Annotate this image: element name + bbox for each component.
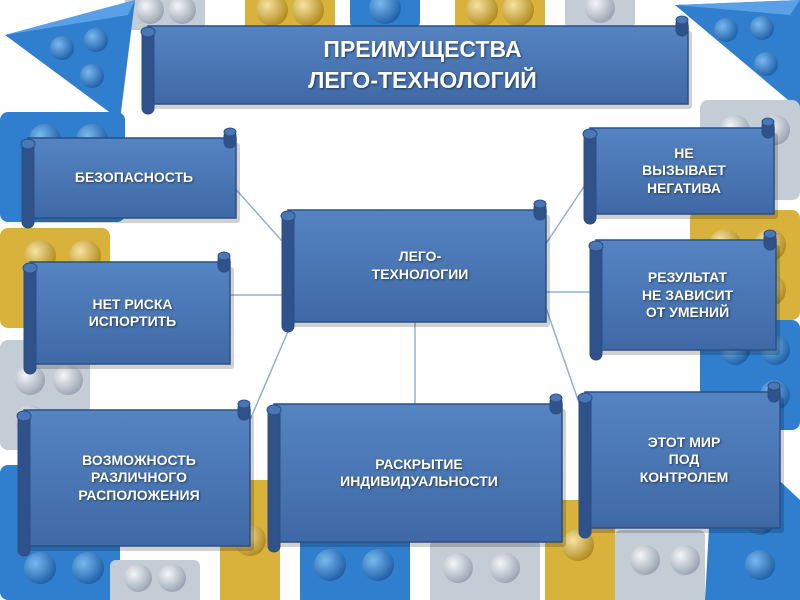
page-title: ПРЕИМУЩЕСТВА ЛЕГО-ТЕХНОЛОГИЙ	[160, 30, 685, 100]
node-no-risk-scroll	[22, 251, 234, 375]
node-individuality-label: РАСКРЫТИЕ ИНДИВИДУАЛЬНОСТИ	[340, 455, 498, 490]
node-control-label: ЭТОТ МИР ПОД КОНТРОЛЕМ	[639, 433, 729, 485]
connector-line	[544, 304, 586, 421]
center-node-label: ЛЕГО- ТЕХНОЛОГИИ	[371, 248, 469, 282]
node-control-scroll	[577, 381, 784, 539]
center-node-scroll	[280, 199, 550, 333]
node-arrangement-label: ВОЗМОЖНОСТЬ РАЗЛИЧНОГО РАСПОЛОЖЕНИЯ	[78, 451, 200, 503]
title-line-1: ПРЕИМУЩЕСТВА	[323, 35, 522, 62]
connector-line	[249, 314, 296, 421]
node-safety-scroll	[20, 127, 240, 229]
node-safety-label: БЕЗОПАСНОСТЬ	[74, 168, 194, 185]
node-no-negativity-scroll	[582, 117, 778, 225]
node-result-label: РЕЗУЛЬТАТ НЕ ЗАВИСИТ ОТ УМЕНИЙ	[641, 269, 734, 321]
node-arrangement-scroll	[16, 399, 254, 557]
node-individuality-scroll	[266, 393, 566, 553]
title-scroll	[140, 15, 692, 115]
node-no-negativity-label: НЕ ВЫЗЫВАЕТ НЕГАТИВА	[642, 144, 726, 196]
node-no-risk-label: НЕТ РИСКА ИСПОРТИТЬ	[88, 295, 177, 330]
node-result-scroll	[588, 229, 780, 361]
connector-line	[231, 184, 291, 251]
title-line-2: ЛЕГО-ТЕХНОЛОГИЙ	[308, 67, 537, 93]
